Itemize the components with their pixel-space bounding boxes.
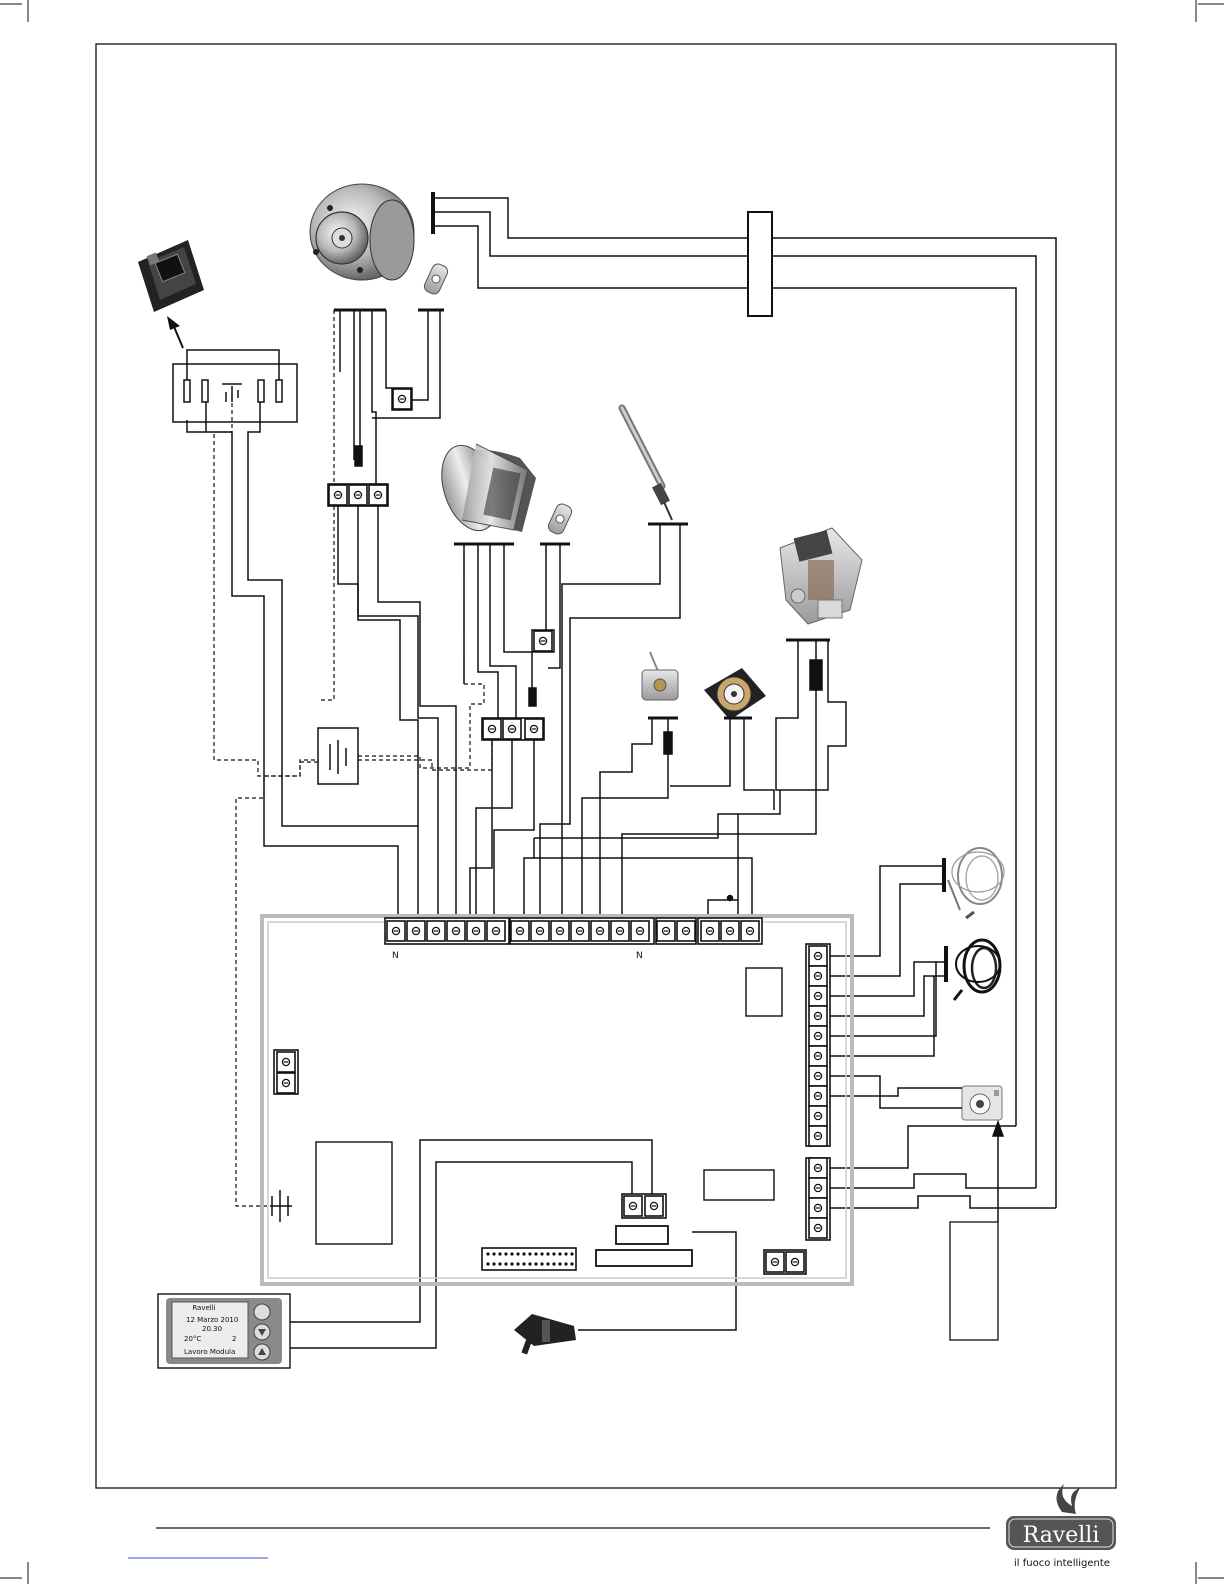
pressure-switch-icon [704,668,766,720]
neutral-label-left: N [392,951,399,961]
room-thermostat-icon [962,1086,1002,1120]
display-temperature: 20°C [184,1335,201,1343]
display-brand: Ravelli [192,1304,215,1312]
footer-slogan: il fuoco intelligente [1014,1558,1110,1569]
harness-terminals [328,389,552,740]
fan-thermostat-icon [546,502,573,536]
neutral-label-right: N [636,951,643,961]
display-power-button[interactable] [254,1304,270,1320]
right-terminals [809,946,827,1146]
footer-logo: Ravelli il fuoco intelligente [1006,1484,1116,1569]
footer-brand: Ravelli [1023,1523,1100,1548]
room-probe-icon [948,848,1004,918]
exhaust-fan-icon [310,184,414,280]
display-date: 12 Marzo 2010 [186,1316,238,1324]
display-status: Lavoro Modula [184,1348,235,1356]
display-power: 2 [232,1335,236,1343]
feed-motor-icon [780,528,862,624]
safety-thermostat-icon [422,262,449,296]
control-display-panel: Ravelli 12 Marzo 2010 20.30 20°C 2 Lavor… [158,1294,290,1368]
external-module-box [950,1222,998,1340]
display-time: 20.30 [202,1325,222,1333]
power-connector-block [173,350,297,422]
igniter-icon [622,408,672,520]
control-board: N N [262,916,852,1284]
convection-fan-icon [432,438,536,538]
ribbon-connector [482,1248,576,1270]
arrow-head [167,316,180,330]
smoke-probe-icon [954,940,1000,1000]
power-inlet-icon [138,240,204,312]
limit-thermostat-icon [642,652,678,700]
top-terminals [387,921,759,941]
hose-fitting-icon [514,1314,576,1355]
